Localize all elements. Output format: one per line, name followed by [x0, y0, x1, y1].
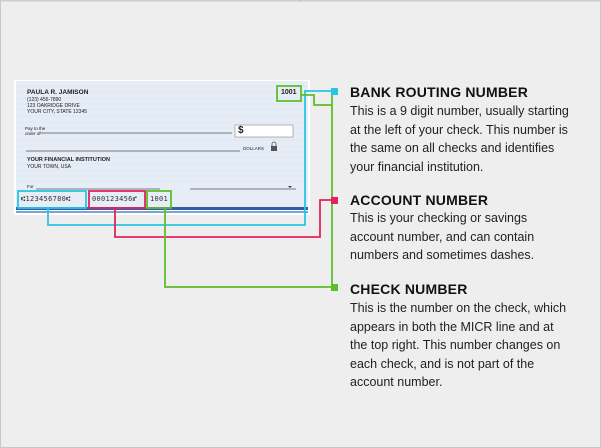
holder-street: 123 OAKRIDGE DRIVE — [27, 103, 80, 109]
signature-arrow-icon — [288, 186, 292, 188]
check-number-desc-line: the top right. This number changes on — [350, 338, 561, 352]
account-highlight-box — [88, 190, 146, 209]
order-of-label: order of — [25, 131, 41, 136]
routing-desc-line: your financial institution. — [350, 159, 484, 174]
micr-check-number: 1001 — [150, 195, 169, 203]
micr-routing-number: ⑆123456780⑆ — [21, 195, 71, 203]
routing-description: This is a 9 digit number, usually starti… — [350, 102, 601, 176]
check-texture — [16, 85, 308, 183]
holder-city: YOUR CITY, STATE 12345 — [27, 109, 88, 115]
check-number-top-connector — [301, 92, 333, 106]
routing-desc-line: the same on all checks and identifies — [350, 141, 555, 155]
micr-check-highlight-box — [146, 190, 172, 209]
check-number-desc-line: account number. — [350, 375, 443, 389]
check-image — [14, 80, 310, 215]
routing-connector — [47, 90, 331, 226]
account-desc-line: numbers and sometimes dashes. — [350, 248, 535, 262]
routing-title: BANK ROUTING NUMBER — [350, 84, 529, 100]
check-number-top: 1001 — [281, 89, 297, 96]
memo-label: For — [27, 184, 34, 189]
security-lock-icon — [271, 141, 277, 151]
holder-phone: (123) 456-7890 — [27, 97, 62, 103]
account-connector — [114, 199, 331, 238]
pay-to-label: Pay to the — [25, 126, 46, 131]
check-number-highlight-box — [276, 85, 302, 102]
bank-city: YOUR TOWN, USA — [27, 164, 71, 170]
account-title: ACCOUNT NUMBER — [350, 192, 489, 208]
check-number-description: This is the number on the check, which a… — [350, 299, 601, 392]
check-number-desc-line: each check, and is not part of the — [350, 356, 535, 371]
holder-name: PAULA R. JAMISON — [27, 89, 89, 96]
bank-name: YOUR FINANCIAL INSTITUTION — [27, 157, 111, 163]
dollars-label: DOLLARS — [243, 146, 265, 151]
routing-desc-line: This is a 9 digit number, usually starti… — [350, 104, 569, 118]
micr-account-number: 000123456⑈ — [92, 195, 138, 203]
amount-box — [234, 124, 294, 138]
dollar-sign: $ — [238, 125, 244, 136]
check-number-desc-line: This is the number on the check, which — [350, 301, 567, 315]
account-desc-line: account number, and can contain — [350, 229, 535, 244]
check-number-micr-connector — [164, 208, 331, 288]
routing-desc-line: at the left of your check. This number i… — [350, 122, 568, 137]
account-description: This is your checking or savings account… — [350, 209, 601, 265]
check-number-title: CHECK NUMBER — [350, 281, 468, 297]
routing-highlight-box — [17, 190, 87, 209]
check-number-desc-line: appears in both the MICR line and at — [350, 319, 554, 334]
account-desc-line: This is your checking or savings — [350, 211, 528, 225]
check-paper — [16, 81, 308, 209]
check-band-bottom — [16, 211, 308, 213]
routing-marker — [331, 88, 338, 95]
check-number-marker — [331, 284, 338, 291]
account-marker — [331, 197, 338, 204]
